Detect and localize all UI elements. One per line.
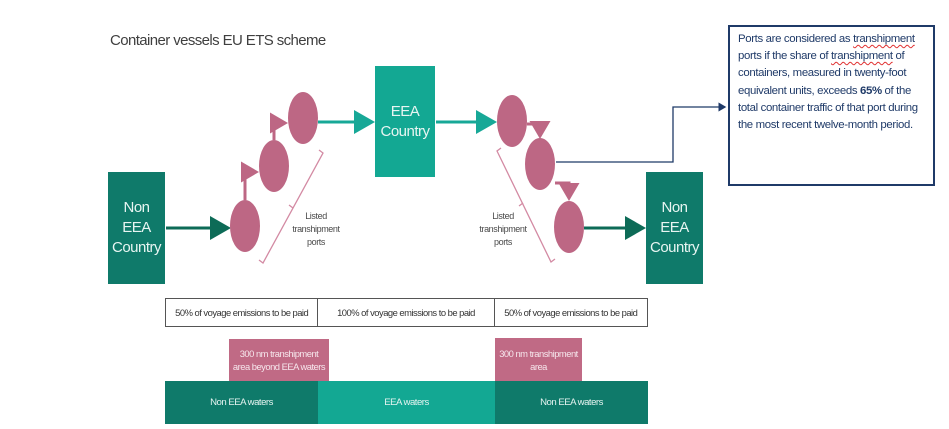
transhipment-port-left-3 (288, 92, 318, 144)
listed-ports-label-right: Listed transhipment ports (468, 210, 538, 249)
transhipment-definition-callout: Ports are considered as transhipment por… (728, 25, 935, 186)
label-line: Listed (305, 211, 327, 221)
waters-non-eea-right: Non EEA waters (495, 381, 648, 424)
transhipment-port-left-1 (230, 200, 260, 252)
emissions-cell-right: 50% of voyage emissions to be paid (504, 307, 638, 318)
transhipment-port-right-3 (554, 201, 584, 253)
country-label-line2: Country (111, 239, 162, 256)
label-line: transhipment (479, 224, 527, 234)
waters-non-eea-left: Non EEA waters (165, 381, 318, 424)
callout-threshold: 65% (859, 84, 882, 97)
emissions-row: 50% of voyage emissions to be paid 100% … (165, 298, 648, 327)
callout-text: ports if the share of (738, 50, 831, 63)
transhipment-area-right: 300 nm transhipment area (495, 338, 582, 381)
arrow-port-right-2-to-3 (555, 181, 580, 201)
bracket-left-tick (288, 204, 294, 209)
transhipment-port-right-1 (497, 95, 527, 147)
waters-eea: EEA waters (318, 381, 495, 424)
country-label-line2: Country (649, 239, 700, 256)
callout-text: of the total container traffic of that p… (738, 84, 918, 132)
area-label-line: area (530, 360, 547, 372)
arrow-port-right-1-to-2 (527, 121, 551, 139)
label-line: ports (493, 237, 512, 247)
area-label-line: 300 nm transhipment (239, 348, 319, 359)
callout-text: of containers, measured in twenty-foot e… (738, 50, 907, 97)
arrow-port-left-1-to-2 (241, 161, 259, 200)
callout-spellcheck-word: transhipment (853, 33, 915, 45)
bracket-right (496, 147, 556, 263)
waters-bar: Non EEA waters EEA waters Non EEA waters (165, 381, 648, 424)
country-label-line1: Non EEA (660, 199, 689, 236)
arrow-port-left-2-to-3 (270, 112, 288, 140)
eea-country: EEA Country (375, 66, 435, 177)
label-line: transhipment (292, 224, 340, 234)
non-eea-country-right: Non EEA Country (646, 172, 703, 284)
area-label-line: area beyond EEA waters (232, 361, 326, 372)
emissions-cell-left: 50% of voyage emissions to be paid (166, 299, 319, 326)
country-label-line2: Country (380, 122, 430, 140)
label-line: Listed (492, 211, 514, 221)
emissions-cell-middle: 100% of voyage emissions to be paid (318, 299, 495, 326)
callout-connector (556, 102, 727, 163)
callout-text: Ports are considered as (738, 33, 854, 45)
area-label-line: 300 nm transhipment (499, 347, 578, 359)
country-label-line1: EEA (390, 102, 420, 120)
bracket-right-tick (518, 202, 524, 207)
label-line: ports (306, 237, 325, 247)
transhipment-port-left-2 (259, 140, 289, 192)
diagram-title: Container vessels EU ETS scheme (110, 32, 326, 49)
non-eea-country-left: Non EEA Country (108, 172, 165, 284)
transhipment-area-left: 300 nm transhipment area beyond EEA wate… (229, 339, 329, 381)
country-label-line1: Non EEA (122, 199, 151, 236)
transhipment-port-right-2 (525, 138, 555, 190)
callout-spellcheck-word: transhipment (830, 50, 893, 63)
listed-ports-label-left: Listed transhipment ports (281, 210, 351, 249)
